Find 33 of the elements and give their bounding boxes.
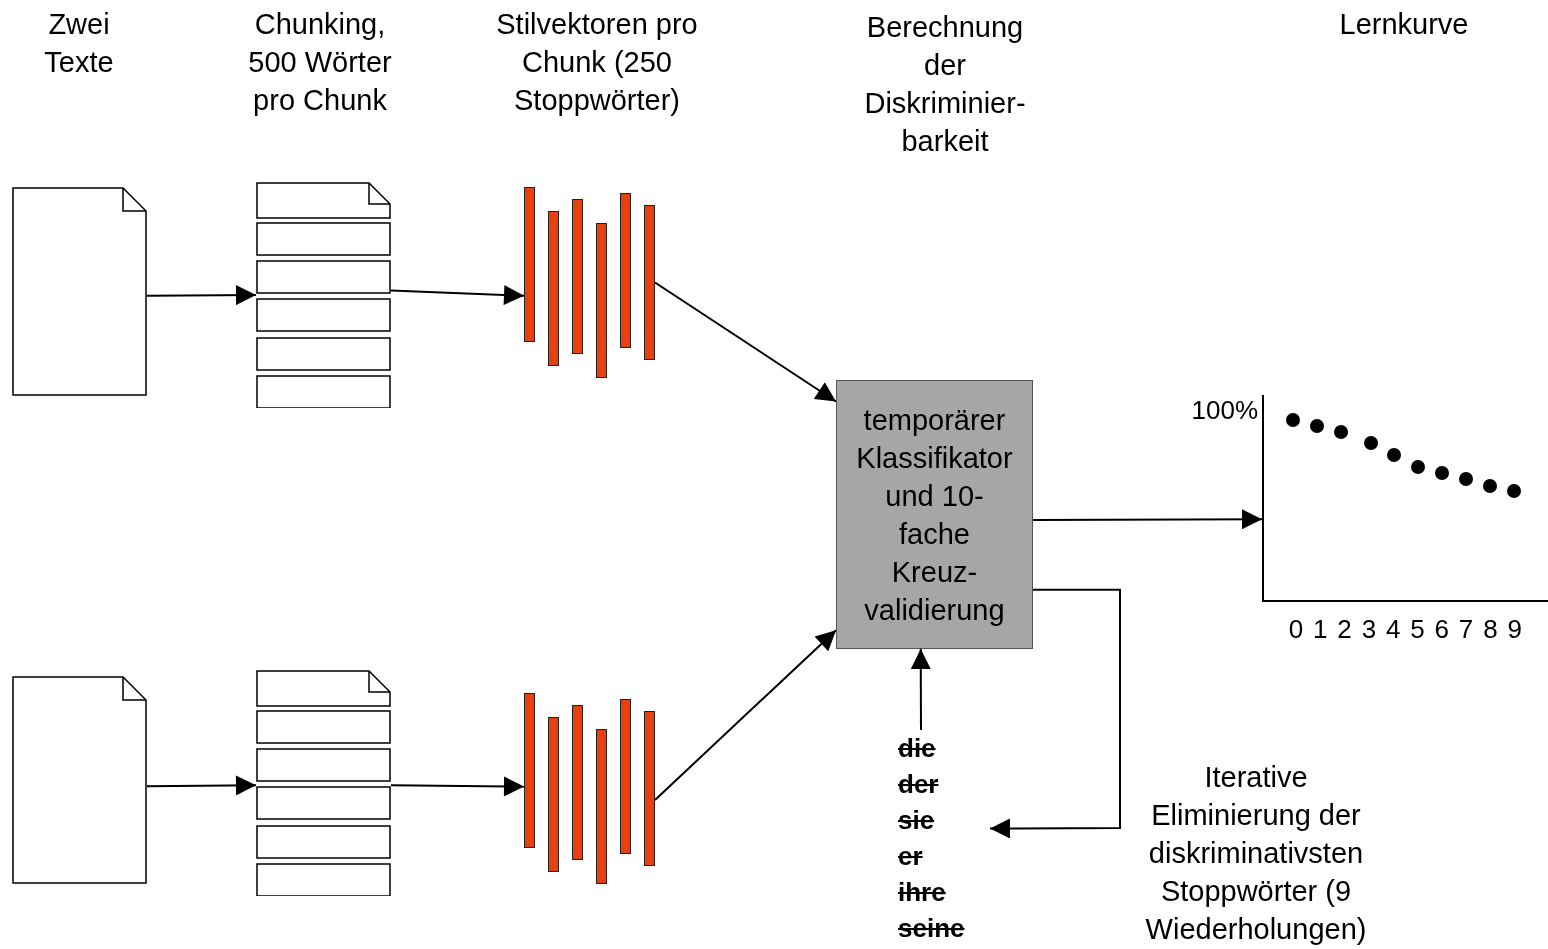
arrow <box>1032 509 1263 530</box>
arrow <box>989 588 1121 839</box>
struck-word: sie <box>898 804 935 837</box>
box-text: temporärer Klassifikator und 10-fache Kreuz-validierung <box>855 402 1014 628</box>
tick-label: 3 <box>1360 614 1378 644</box>
column-heading: Stilvektoren pro Chunk (250 Stoppwörter) <box>495 7 699 118</box>
column-heading: Berechnung der Diskriminier-barkeit <box>863 10 1027 159</box>
column-heading: Chunking, 500 Wörter pro Chunk <box>247 7 393 118</box>
arrow <box>146 775 257 796</box>
tick-label: 8 <box>1482 614 1499 644</box>
tick-label: 0 <box>1287 614 1305 644</box>
arrow <box>910 648 931 731</box>
arrow <box>390 285 525 306</box>
column-heading: Zwei Texte <box>43 7 115 80</box>
tick-label: 9 <box>1506 614 1523 644</box>
tick-label: 1 <box>1312 614 1329 644</box>
column-heading: Lernkurve <box>1338 7 1470 42</box>
tick-label: 2 <box>1336 614 1353 644</box>
arrow <box>390 776 525 797</box>
axis-label: 100% <box>1190 395 1258 425</box>
struck-word: der <box>898 768 939 801</box>
struck-word: seine <box>898 912 965 945</box>
tick-label: 6 <box>1433 614 1451 644</box>
arrow <box>146 285 257 306</box>
tick-label: 7 <box>1457 614 1475 644</box>
struck-word: er <box>898 840 923 873</box>
tick-label: 4 <box>1384 614 1402 644</box>
arrow <box>654 629 837 801</box>
arrow <box>654 281 837 403</box>
process-box <box>836 380 1033 649</box>
struck-word: die <box>898 732 936 765</box>
tick-label: 5 <box>1409 614 1426 644</box>
struck-word: ihre <box>898 876 946 909</box>
